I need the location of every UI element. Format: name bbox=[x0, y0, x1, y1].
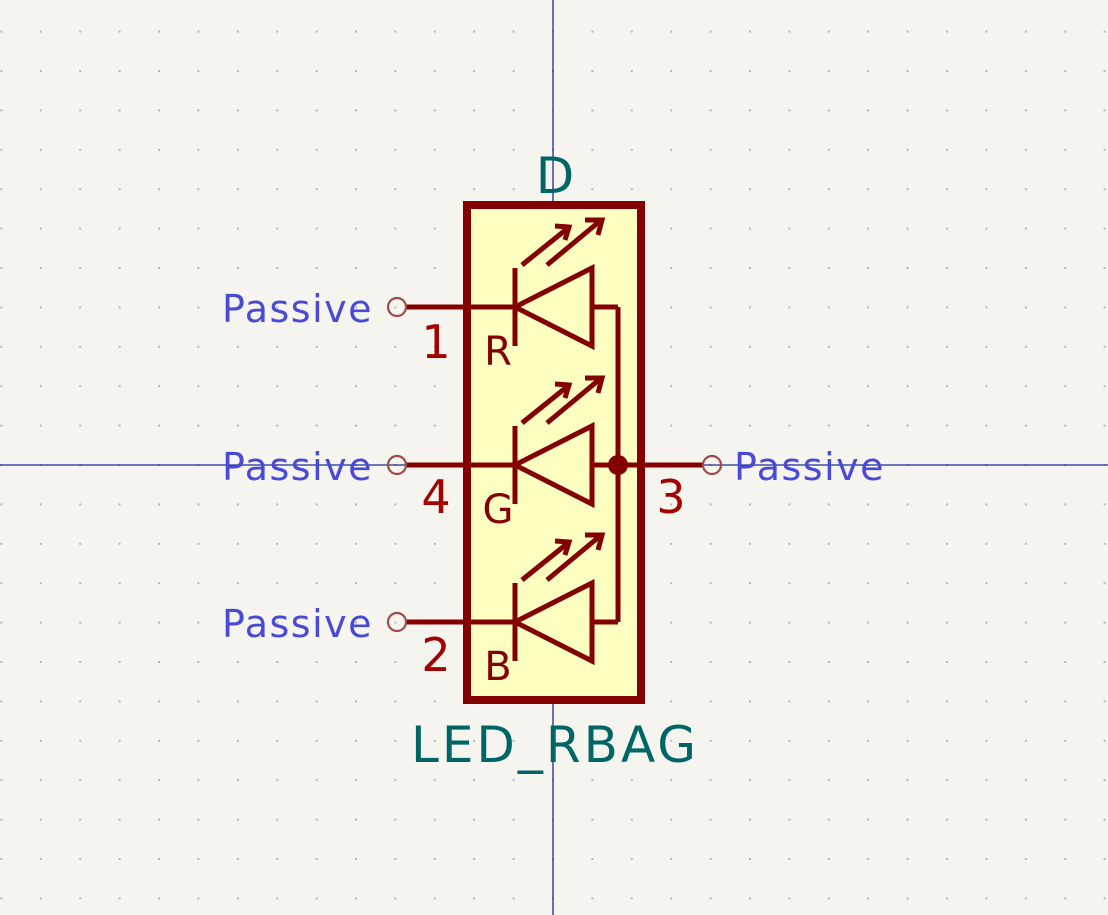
reference-field[interactable]: D bbox=[536, 147, 575, 205]
led-green-icon bbox=[509, 375, 618, 509]
pin-2-label: B bbox=[484, 644, 511, 690]
pin-4[interactable] bbox=[386, 454, 513, 476]
pin-1[interactable] bbox=[386, 296, 513, 318]
led-blue-icon bbox=[509, 532, 618, 666]
pin-1-number: 1 bbox=[421, 315, 450, 369]
pin-2-end-marker bbox=[386, 611, 408, 633]
pin-1-label: R bbox=[484, 329, 512, 375]
symbol-body[interactable] bbox=[463, 201, 645, 704]
pin-1-end-marker bbox=[386, 296, 408, 318]
pin-4-number: 4 bbox=[421, 470, 450, 524]
pin-2-number: 2 bbox=[421, 628, 450, 682]
pin-3[interactable] bbox=[618, 454, 723, 476]
pin-3-number: 3 bbox=[656, 470, 685, 524]
pin-1-type: Passive bbox=[222, 287, 373, 331]
pin-2[interactable] bbox=[386, 611, 513, 633]
value-field[interactable]: LED_RBAG bbox=[411, 716, 699, 774]
pin-4-label: G bbox=[483, 487, 514, 533]
pin-4-end-marker bbox=[386, 454, 408, 476]
pin-2-type: Passive bbox=[222, 602, 373, 646]
led-red-icon bbox=[509, 217, 618, 351]
pin-3-end-marker bbox=[701, 454, 723, 476]
pin-3-type: Passive bbox=[734, 445, 885, 489]
pin-4-type: Passive bbox=[222, 445, 373, 489]
